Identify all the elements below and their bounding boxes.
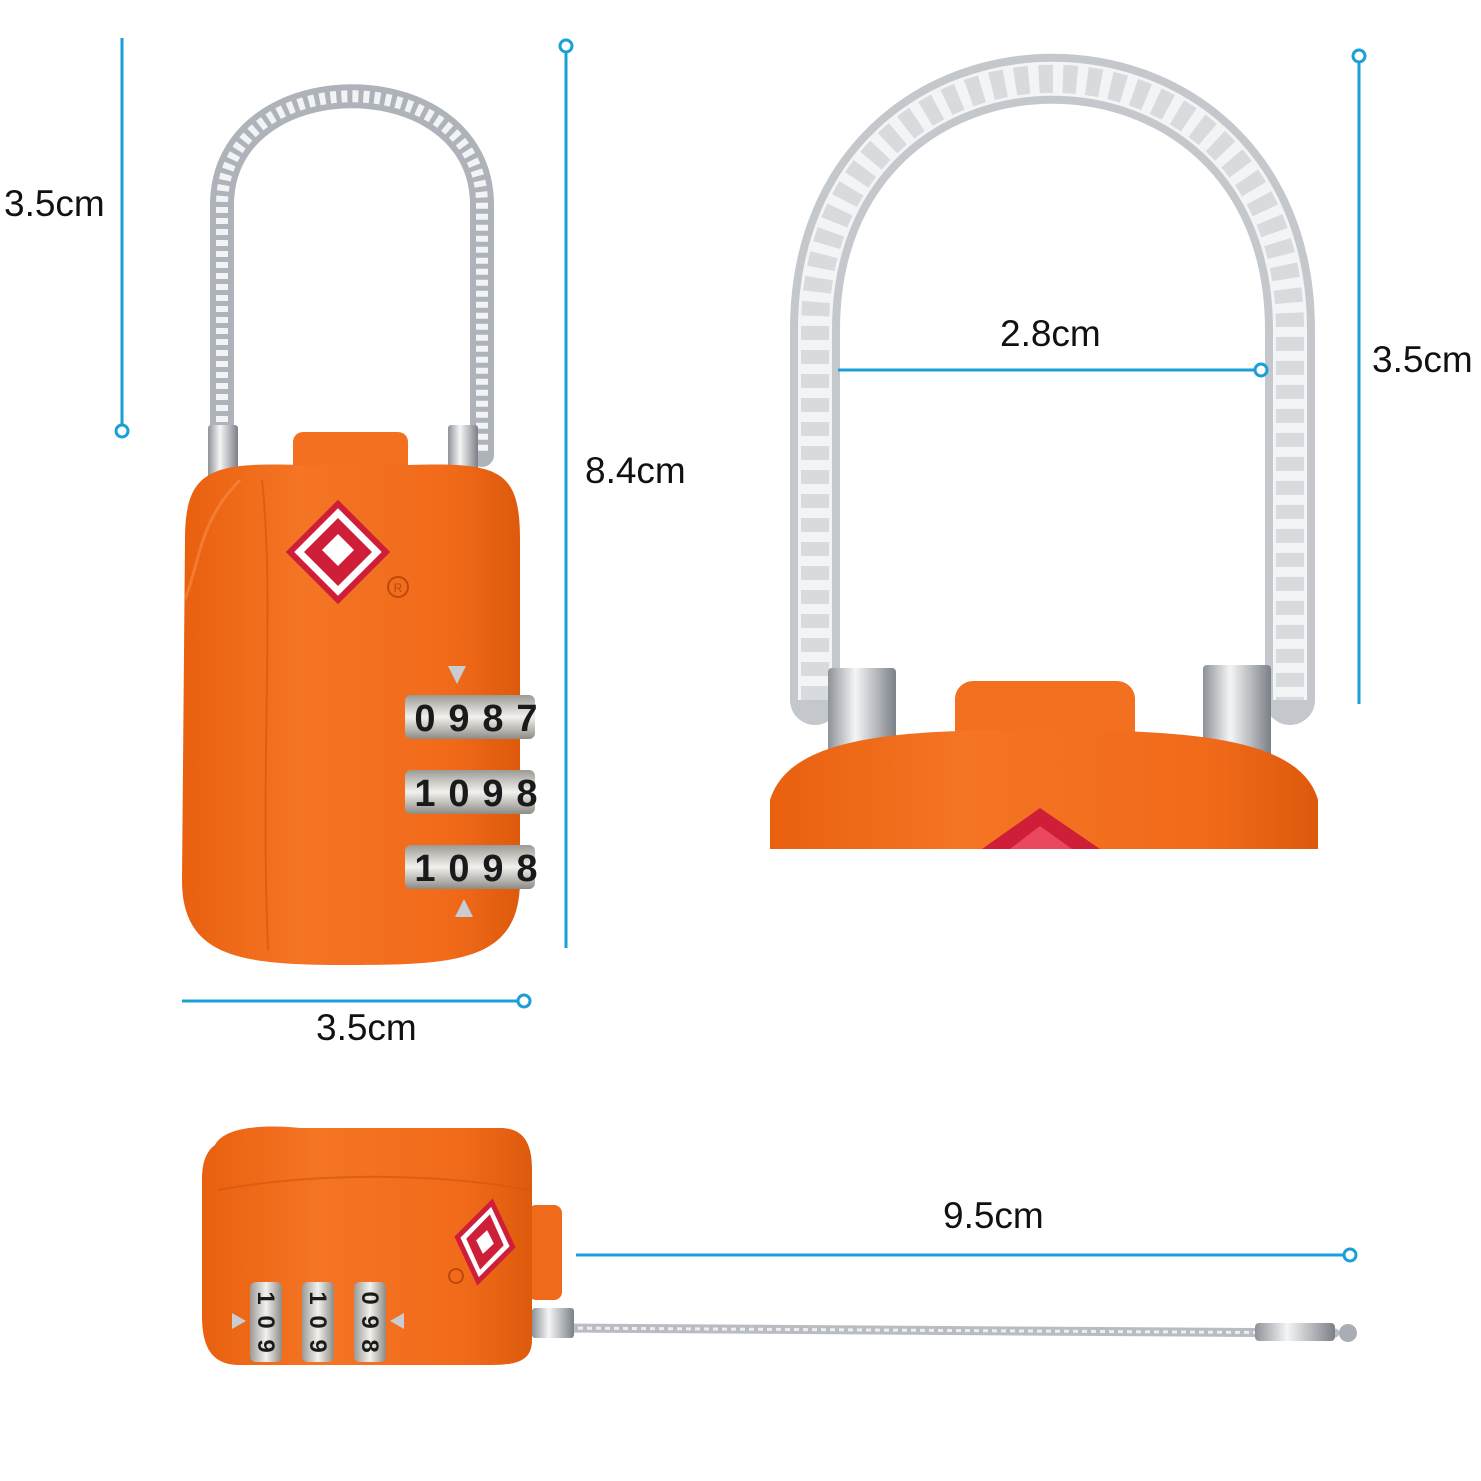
dial-digit: 0 (252, 1315, 279, 1328)
dial-digit: 0 (304, 1315, 331, 1328)
dimension-lines (114, 38, 1367, 1263)
dial-digit: 1 (252, 1291, 279, 1304)
closeup-shackle-view (770, 53, 1318, 849)
side-lock-body (202, 1126, 532, 1365)
registered-mark-icon (387, 576, 409, 598)
dial-arrow-icon (455, 899, 473, 917)
dial-digit: 9 (448, 698, 469, 740)
side-cable-tip (1255, 1323, 1335, 1341)
label-shackle-height-closeup: 3.5cm (1372, 339, 1473, 380)
closeup-shackle-cable (790, 53, 1315, 725)
dial-digit: 0 (356, 1291, 383, 1304)
dial-digit: 1 (304, 1291, 331, 1304)
side-view-lock: 1 0 9 1 0 9 0 9 8 (202, 1126, 1357, 1365)
dial-digit: 0 (414, 698, 435, 740)
dial-arrow-icon (448, 666, 466, 684)
dial-arrow-icon (232, 1313, 246, 1329)
closeup-lock-body (770, 730, 1318, 849)
side-dial-column[interactable]: 1 0 9 (302, 1282, 334, 1362)
dial-digit: 8 (516, 773, 537, 815)
dial-digit: 9 (304, 1339, 331, 1352)
registered-mark-icon (448, 1268, 464, 1284)
front-shackle-cable (210, 84, 494, 467)
side-dial-column[interactable]: 1 0 9 (250, 1282, 282, 1362)
dial-digit: 8 (482, 698, 503, 740)
dial-digit: 9 (482, 773, 503, 815)
label-shackle-inner-width: 2.8cm (1000, 313, 1101, 354)
side-release-button (528, 1205, 562, 1300)
dial-digit: 0 (448, 848, 469, 890)
dial-digit: 0 (448, 773, 469, 815)
dial-digit: 9 (482, 848, 503, 890)
dial-digit: 8 (356, 1339, 383, 1352)
dial-digit: 8 (516, 848, 537, 890)
dial-digit: 1 (414, 773, 435, 815)
side-dial-column[interactable]: 0 9 8 (354, 1282, 386, 1362)
side-combination-dials: 1 0 9 1 0 9 0 9 8 (250, 1282, 386, 1362)
closeup-ferrule-right (1203, 665, 1271, 760)
dial-digit: 9 (252, 1339, 279, 1352)
label-cable-length: 9.5cm (943, 1195, 1044, 1236)
dial-digit: 9 (356, 1315, 383, 1328)
label-shackle-height-front: 3.5cm (4, 183, 105, 224)
label-total-height: 8.4cm (585, 450, 686, 491)
side-cable-ferrule (532, 1308, 574, 1338)
label-body-width: 3.5cm (316, 1007, 417, 1048)
tsa-diamond-logo-icon (454, 1198, 516, 1286)
tsa-diamond-logo-icon (285, 499, 391, 605)
dial-digit: 7 (516, 698, 537, 740)
dial-arrow-icon (390, 1313, 404, 1329)
svg-text:R: R (394, 581, 403, 595)
dial-digit: 1 (414, 848, 435, 890)
